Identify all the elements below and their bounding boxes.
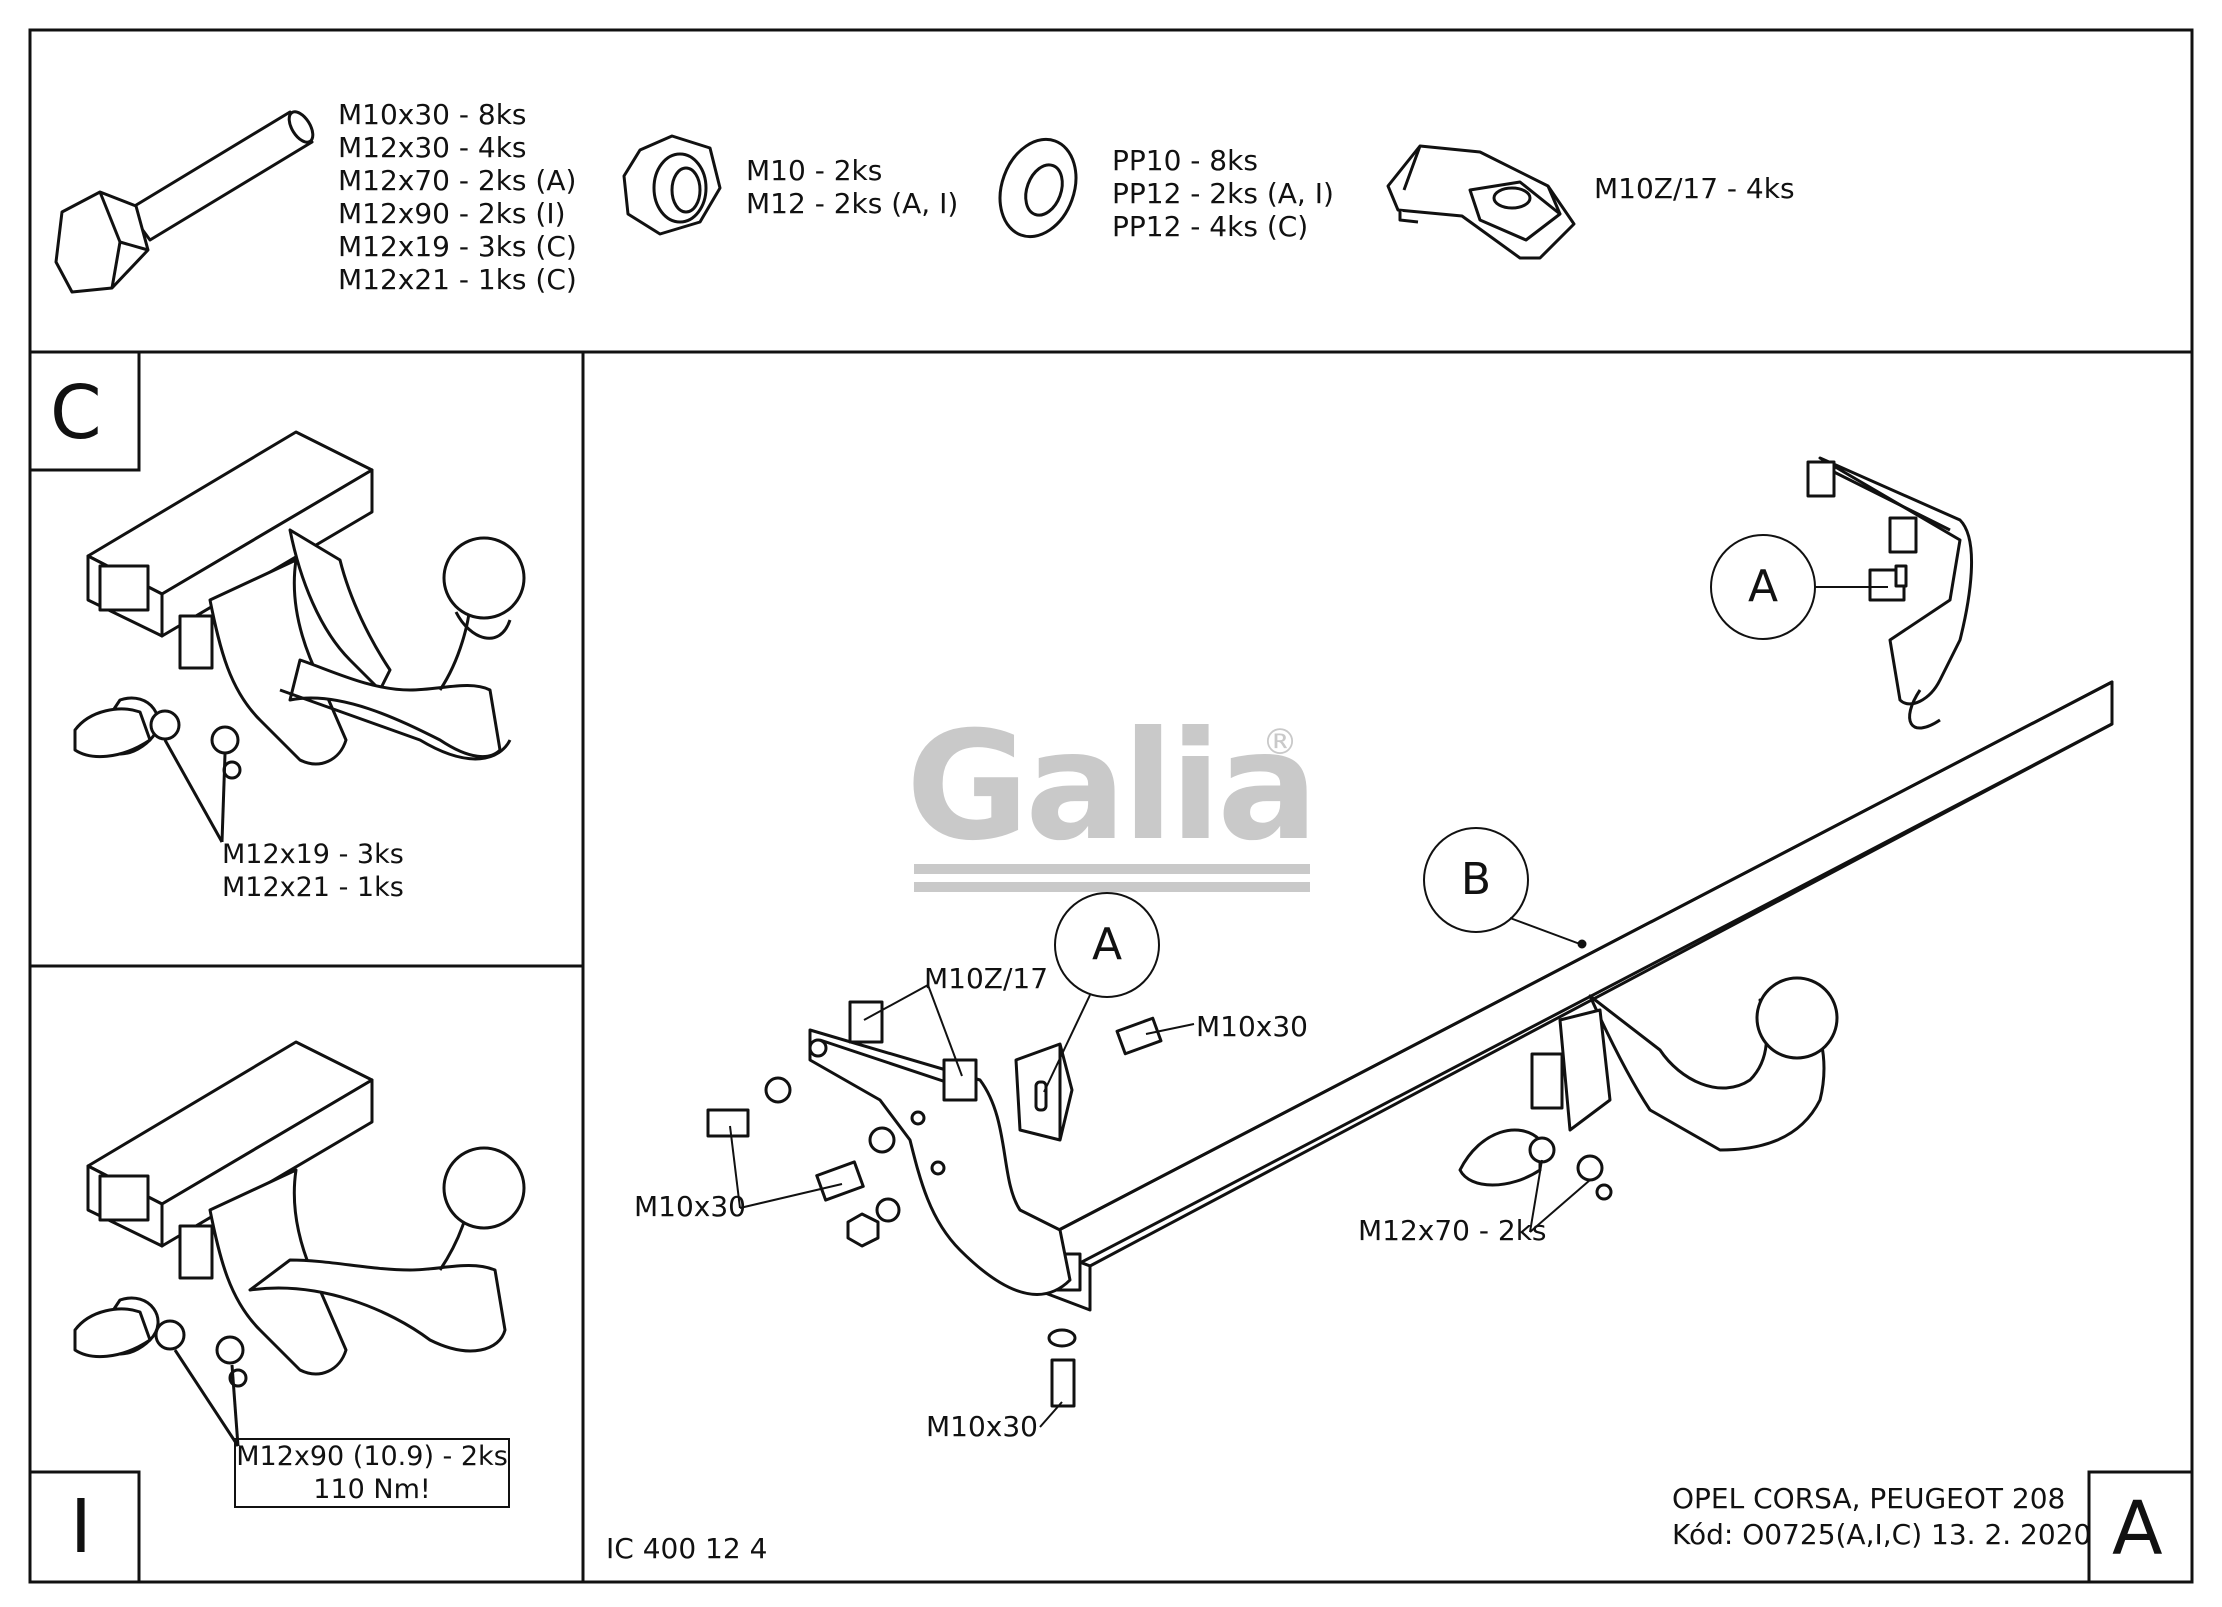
parts-nut-line: M10 - 2ks (746, 154, 883, 187)
label-m12x70: M12x70 - 2ks (1358, 1214, 1547, 1247)
brand-logo-registered-mark: ® (1262, 722, 1298, 763)
vehicle-name: OPEL CORSA, PEUGEOT 208 (1672, 1482, 2066, 1515)
panel-a-letter: A (2112, 1486, 2163, 1572)
kod-and-date: Kód: O0725(A,I,C) 13. 2. 2020 (1672, 1518, 2092, 1551)
panel-c-letter: C (50, 370, 102, 456)
panel-c-note-line: M12x21 - 1ks (222, 872, 404, 903)
panel-i-letter: I (70, 1484, 92, 1570)
parts-washer-line: PP10 - 8ks (1112, 144, 1258, 177)
panel-c-note: M12x19 - 3ks M12x21 - 1ks (222, 838, 404, 904)
parts-washer-line: PP12 - 4ks (C) (1112, 210, 1309, 243)
parts-bolt-line: M10x30 - 8ks (338, 98, 527, 131)
bolt-icon (54, 110, 315, 294)
panel-i-letter-box (30, 1470, 141, 1582)
panel-i-torque-note: M12x90 (10.9) - 2ks 110 Nm! (234, 1438, 510, 1508)
parts-bolt-line: M12x90 - 2ks (I) (338, 197, 566, 230)
main-assembly-drawing (706, 456, 2114, 1408)
nut-icon (622, 134, 722, 236)
parts-bolt-line: M12x70 - 2ks (A) (338, 164, 577, 197)
parts-clip-line: M10Z/17 - 4ks (1594, 172, 1795, 205)
label-m10x30-top: M10x30 (1196, 1010, 1308, 1043)
drawing-code: IC 400 12 4 (606, 1532, 768, 1565)
panel-i-note-line: M12x90 (10.9) - 2ks (236, 1441, 508, 1472)
panel-i-note-line: 110 Nm! (313, 1474, 431, 1505)
parts-washer-line: PP12 - 2ks (A, I) (1112, 177, 1334, 210)
clip-nut-icon (1386, 144, 1576, 260)
callout-circle-a-left (1054, 892, 1160, 998)
parts-nuts-list: M10 - 2ks M12 - 2ks (A, I) (746, 154, 958, 220)
parts-washers-list: PP10 - 8ks PP12 - 2ks (A, I) PP12 - 4ks … (1112, 144, 1334, 243)
panel-c-note-line: M12x19 - 3ks (222, 839, 404, 870)
parts-nut-line: M12 - 2ks (A, I) (746, 187, 959, 220)
panel-c-drawing (73, 430, 526, 843)
logo-underline (914, 864, 1310, 892)
parts-bolt-line: M12x21 - 1ks (C) (338, 263, 577, 296)
callout-circle-b (1423, 827, 1529, 933)
callout-b: B (1460, 854, 1492, 905)
label-clip-nut: M10Z/17 (924, 962, 1049, 995)
parts-bolt-line: M12x19 - 3ks (C) (338, 230, 577, 263)
washer-icon (998, 137, 1078, 239)
frame-border (28, 28, 2194, 1584)
callout-a-top: A (1747, 561, 1779, 612)
parts-bolts-list: M10x30 - 8ks M12x30 - 4ks M12x70 - 2ks (… (338, 98, 577, 296)
brand-logo: Galia (906, 700, 1318, 874)
label-m10x30-left: M10x30 (634, 1190, 746, 1223)
parts-bolt-line: M12x30 - 4ks (338, 131, 527, 164)
panel-c-letter-box (30, 352, 141, 472)
panel-a-letter-box (2087, 1470, 2192, 1582)
callout-a-left: A (1091, 919, 1123, 970)
panel-i-drawing (73, 1040, 526, 1447)
label-m10x30-bottom: M10x30 (926, 1410, 1038, 1443)
parts-clips-list: M10Z/17 - 4ks (1594, 172, 1795, 205)
